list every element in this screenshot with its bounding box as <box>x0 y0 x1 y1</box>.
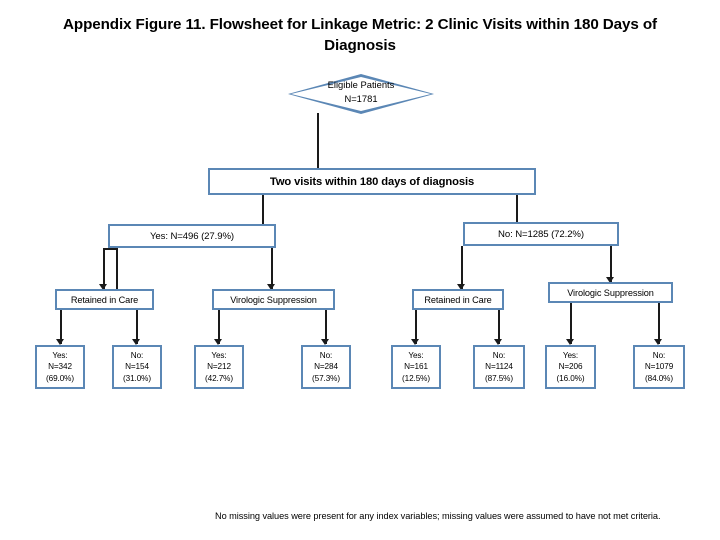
leaf-percent: (12.5%) <box>402 373 430 383</box>
connector-cat3-to-leaf5 <box>415 310 417 344</box>
arrow-no-viro <box>606 277 614 283</box>
node-leaf-viro-yes-2: Yes: N=206 (16.0%) <box>545 345 596 389</box>
leaf-percent: (16.0%) <box>556 373 585 383</box>
leaf-count: N=342 <box>48 362 72 372</box>
connector-cat4-to-leaf7 <box>570 303 572 344</box>
node-eligible-patients: Eligible Patients N=1781 <box>288 74 434 114</box>
node-leaf-retained-yes-1: Yes: N=342 (69.0%) <box>35 345 85 389</box>
leaf-answer: Yes: <box>52 350 68 360</box>
eligible-line-2: N=1781 <box>344 93 378 104</box>
arrow-cat2-leaf3 <box>214 339 222 345</box>
leaf-answer: Yes: <box>211 350 227 360</box>
node-branch-no: No: N=1285 (72.2%) <box>463 222 619 246</box>
leaf-answer: No: <box>492 350 506 360</box>
diamond-label: Eligible Patients N=1781 <box>288 78 434 106</box>
connector-cat2-to-leaf4 <box>325 310 327 344</box>
connector-eligible-to-criterion <box>317 113 319 169</box>
connector-no-to-retained <box>461 246 463 289</box>
node-leaf-viro-yes-1: Yes: N=212 (42.7%) <box>194 345 244 389</box>
arrow-cat3-leaf6 <box>494 339 502 345</box>
leaf-count: N=206 <box>558 362 583 372</box>
arrow-cat3-leaf5 <box>411 339 419 345</box>
node-leaf-retained-no-2: No: N=1124 (87.5%) <box>473 345 525 389</box>
leaf-percent: (84.0%) <box>645 373 673 383</box>
node-leaf-retained-yes-2: Yes: N=161 (12.5%) <box>391 345 441 389</box>
leaf-count: N=161 <box>404 362 428 372</box>
leaf-percent: (57.3%) <box>312 373 340 383</box>
arrow-cat4-leaf8 <box>654 339 662 345</box>
connector-cat3-to-leaf6 <box>498 310 500 344</box>
leaf-answer: No: <box>319 350 333 360</box>
node-category-virologic-suppression-yes: Virologic Suppression <box>212 289 335 310</box>
node-category-retained-in-care-no: Retained in Care <box>412 289 504 310</box>
connector-criterion-to-no <box>516 195 518 224</box>
figure-title: Appendix Figure 11. Flowsheet for Linkag… <box>63 16 657 54</box>
connector-cat1-to-leaf1 <box>60 310 62 344</box>
leaf-count: N=1124 <box>485 362 513 372</box>
arrow-yes-retained <box>99 284 107 290</box>
leaf-answer: No: <box>130 350 144 360</box>
arrow-cat1-leaf2 <box>132 339 140 345</box>
connector-yes-jog-left <box>103 248 118 250</box>
connector-yes-to-viro <box>271 248 273 289</box>
connector-yes-left-drop <box>103 248 105 289</box>
connector-yes-to-retained <box>116 248 118 289</box>
connector-criterion-to-yes <box>262 195 264 224</box>
leaf-count: N=212 <box>207 362 231 372</box>
leaf-answer: No: <box>652 350 666 360</box>
eligible-line-1: Eligible Patients <box>327 79 395 90</box>
connector-cat1-to-leaf2 <box>136 310 138 344</box>
arrow-cat4-leaf7 <box>566 339 574 345</box>
leaf-answer: Yes: <box>562 350 579 360</box>
leaf-count: N=284 <box>314 362 338 372</box>
node-category-retained-in-care-yes: Retained in Care <box>55 289 154 310</box>
figure-footnote: No missing values were present for any i… <box>215 511 661 521</box>
leaf-percent: (31.0%) <box>123 373 151 383</box>
arrow-cat1-leaf1 <box>56 339 64 345</box>
leaf-percent: (69.0%) <box>46 373 74 383</box>
connector-cat2-to-leaf3 <box>218 310 220 344</box>
arrow-cat2-leaf4 <box>321 339 329 345</box>
connector-cat4-to-leaf8 <box>658 303 660 344</box>
leaf-count: N=154 <box>125 362 149 372</box>
connector-no-to-viro <box>610 246 612 282</box>
leaf-count: N=1079 <box>644 362 674 372</box>
leaf-percent: (87.5%) <box>485 373 513 383</box>
node-category-virologic-suppression-no: Virologic Suppression <box>548 282 673 303</box>
arrow-no-retained <box>457 284 465 290</box>
node-two-visits-criterion: Two visits within 180 days of diagnosis <box>208 168 536 195</box>
node-leaf-viro-no-2: No: N=1079 (84.0%) <box>633 345 685 389</box>
leaf-answer: Yes: <box>408 350 424 360</box>
arrow-yes-viro <box>267 284 275 290</box>
node-leaf-viro-no-1: No: N=284 (57.3%) <box>301 345 351 389</box>
node-branch-yes: Yes: N=496 (27.9%) <box>108 224 276 248</box>
node-leaf-retained-no-1: No: N=154 (31.0%) <box>112 345 162 389</box>
leaf-percent: (42.7%) <box>205 373 233 383</box>
